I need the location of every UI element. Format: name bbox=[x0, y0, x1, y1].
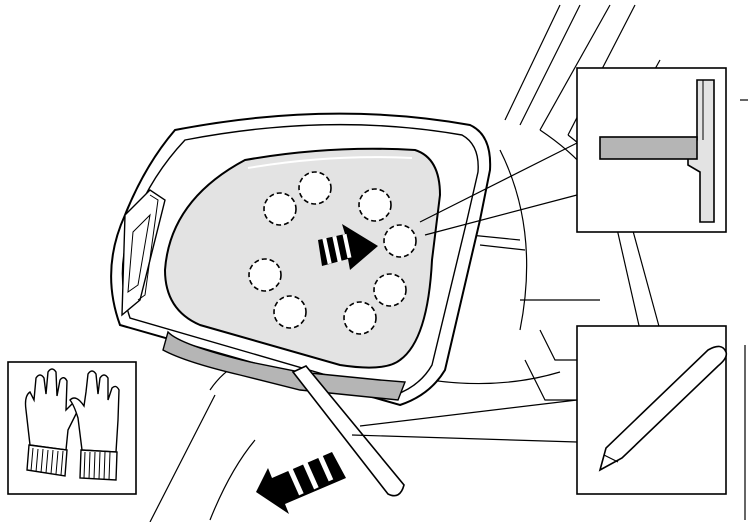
clip-marker bbox=[274, 296, 306, 328]
pull-direction-arrow bbox=[256, 450, 346, 514]
clip-marker bbox=[359, 189, 391, 221]
clip-marker bbox=[249, 259, 281, 291]
gloves-inset bbox=[8, 362, 136, 494]
clip-marker bbox=[374, 274, 406, 306]
clip-marker bbox=[344, 302, 376, 334]
clip-marker bbox=[299, 172, 331, 204]
clip-marker bbox=[264, 193, 296, 225]
clip-marker bbox=[384, 225, 416, 257]
